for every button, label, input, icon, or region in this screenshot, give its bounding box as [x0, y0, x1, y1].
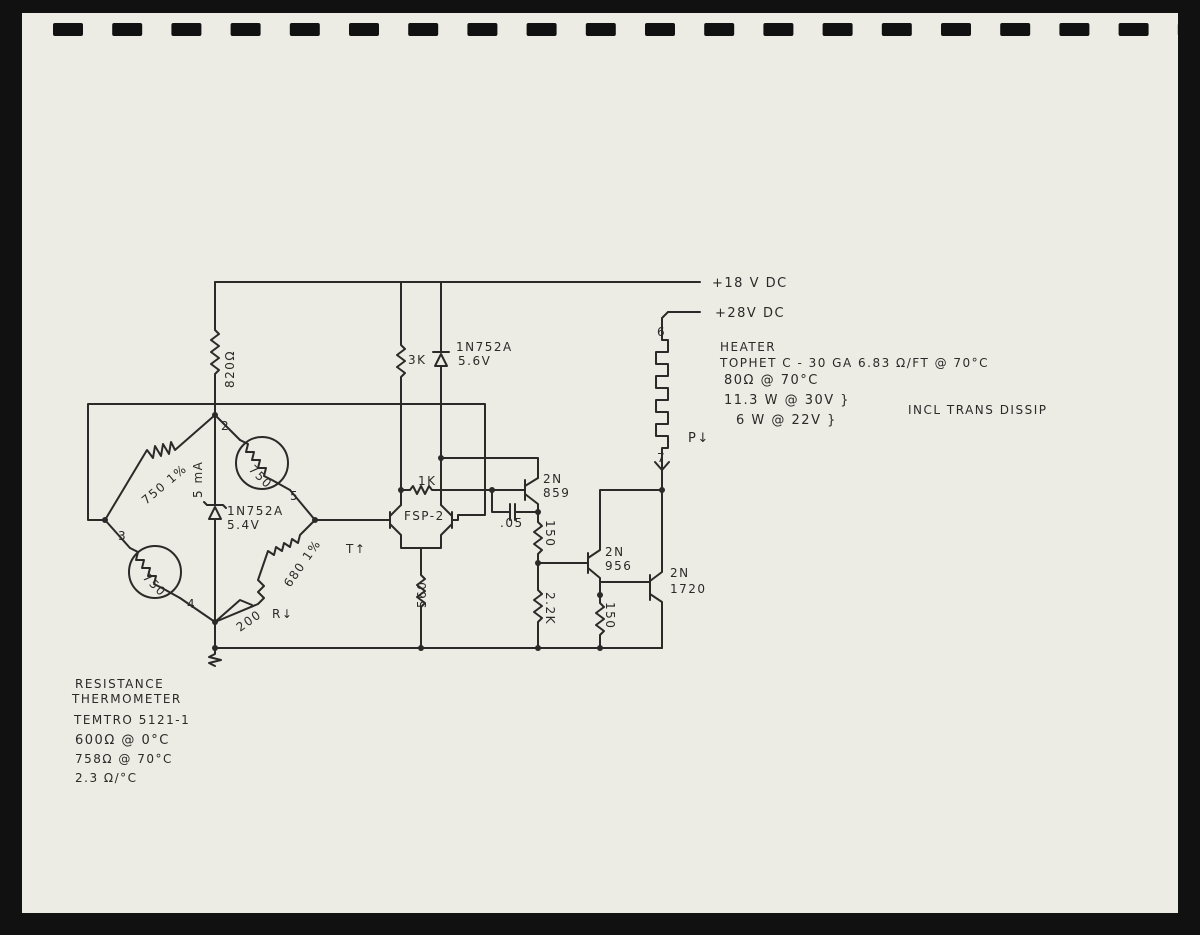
- label-r820: 820Ω: [223, 350, 237, 388]
- thermometer-top: [235, 436, 289, 490]
- binder-hole: [1177, 23, 1200, 36]
- bridge-rt-bottom: [104, 519, 216, 623]
- heater-line2: 80Ω @ 70°C: [724, 373, 819, 388]
- bridge-rt-top: [214, 414, 316, 521]
- binder-hole: [408, 23, 439, 36]
- heater-pin-bottom: 7: [657, 451, 666, 465]
- capacitor-05: [491, 489, 539, 521]
- resistor-820: [210, 281, 220, 416]
- diff-right-base: [451, 514, 459, 521]
- label-5ma: 5 mA: [191, 461, 205, 498]
- transistor-2n1720: [649, 489, 663, 649]
- rt-top-zigzag: [239, 439, 291, 491]
- rt-line3: TEMTRO 5121-1: [73, 713, 190, 727]
- label-2n956-a: 2N: [605, 545, 625, 559]
- transistor-2n956: [587, 489, 663, 596]
- binder-hole: [645, 23, 675, 36]
- zener-1: [203, 501, 227, 520]
- binder-hole: [349, 23, 379, 36]
- binder-hole: [1118, 23, 1149, 36]
- rt-line5: 758Ω @ 70°C: [75, 752, 173, 766]
- label-zener2-part: 1N752A: [456, 340, 513, 354]
- binder-hole: [881, 23, 912, 36]
- binder-hole: [289, 23, 320, 36]
- pot-200-wiper: [214, 599, 253, 623]
- resistor-1k: [400, 485, 526, 495]
- heater-title: HEATER: [720, 340, 776, 354]
- binder-hole: [467, 23, 498, 36]
- label-fsp2: FSP-2: [404, 509, 445, 523]
- label-cap: .05: [500, 516, 524, 530]
- binder-holes: [53, 23, 1200, 36]
- rt-line6: 2.3 Ω/°C: [75, 771, 138, 785]
- thermometer-bottom: [128, 545, 182, 599]
- label-zener2-v: 5.6V: [458, 354, 491, 368]
- resistor-150b: [595, 594, 605, 649]
- ground-symbol: [208, 647, 222, 667]
- label-28v: +28V DC: [715, 306, 785, 321]
- resistor-3k: [396, 281, 406, 506]
- label-pin3: 3: [118, 529, 127, 543]
- binder-hole: [171, 23, 202, 36]
- label-r560: 560: [415, 581, 429, 608]
- rt-bottom-zigzag: [129, 547, 181, 599]
- label-pin2: 2: [221, 419, 230, 433]
- label-pin4: 4: [187, 597, 196, 611]
- heater-resistor: [654, 311, 670, 491]
- rt-line1: RESISTANCE: [75, 677, 164, 691]
- label-r22k: 2.2K: [543, 592, 557, 625]
- resistor-2-2k: [533, 562, 543, 649]
- feedback-loop-wire: [87, 403, 486, 521]
- label-2n859-a: 2N: [543, 472, 563, 486]
- binder-hole: [822, 23, 853, 36]
- resistor-560: [416, 547, 426, 649]
- label-2n1720-b: 1720: [670, 582, 707, 596]
- binder-hole: [1000, 23, 1031, 36]
- resistor-150a: [533, 511, 543, 564]
- label-zener1-part: 1N752A: [227, 504, 284, 518]
- binder-hole: [112, 23, 143, 36]
- bridge-680: [214, 519, 316, 623]
- label-2n1720-a: 2N: [670, 566, 690, 580]
- bridge-750-fixed: [104, 414, 216, 521]
- binder-hole: [526, 23, 557, 36]
- label-2n956-b: 956: [605, 559, 632, 573]
- heater-notes: HEATER TOPHET C - 30 GA 6.83 Ω/FT @ 70°C…: [657, 325, 1047, 465]
- binder-hole: [763, 23, 794, 36]
- binder-hole: [585, 23, 616, 36]
- junction-dots: [102, 412, 665, 651]
- supply-labels: +18 V DC +28V DC: [712, 276, 788, 321]
- heater-line1: TOPHET C - 30 GA 6.83 Ω/FT @ 70°C: [719, 356, 989, 370]
- binder-hole: [704, 23, 735, 36]
- wire-458: [440, 457, 539, 479]
- label-r3k: 3K: [408, 353, 427, 367]
- heater-pin-top: 6: [657, 325, 666, 339]
- binder-hole: [230, 23, 261, 36]
- heater-line4: 6 W @ 22V }: [736, 413, 837, 428]
- binder-hole: [941, 23, 971, 36]
- label-r150b: 150: [603, 602, 617, 629]
- heater-line3: 11.3 W @ 30V }: [724, 393, 850, 408]
- label-zener1-v: 5.4V: [227, 518, 260, 532]
- circuit-wiring: [87, 281, 701, 667]
- label-2n859-b: 859: [543, 486, 570, 500]
- binder-hole: [53, 23, 83, 36]
- heater-bracket-note: INCL TRANS DISSIP: [908, 403, 1047, 417]
- binder-hole: [1059, 23, 1090, 36]
- zener-2: [432, 351, 450, 367]
- label-18v: +18 V DC: [712, 276, 788, 291]
- power-label: P↓: [688, 431, 710, 446]
- label-r150a: 150: [543, 520, 557, 547]
- label-r-arrow: R↓: [272, 607, 293, 621]
- thermometer-notes: RESISTANCE THERMOMETER TEMTRO 5121-1 600…: [71, 677, 190, 785]
- label-t-arrow: T↑: [345, 542, 366, 556]
- rt-line2: THERMOMETER: [71, 692, 182, 706]
- label-r1k: 1K: [418, 474, 437, 488]
- label-pin5: 5: [290, 489, 299, 503]
- rt-line4: 600Ω @ 0°C: [75, 733, 170, 748]
